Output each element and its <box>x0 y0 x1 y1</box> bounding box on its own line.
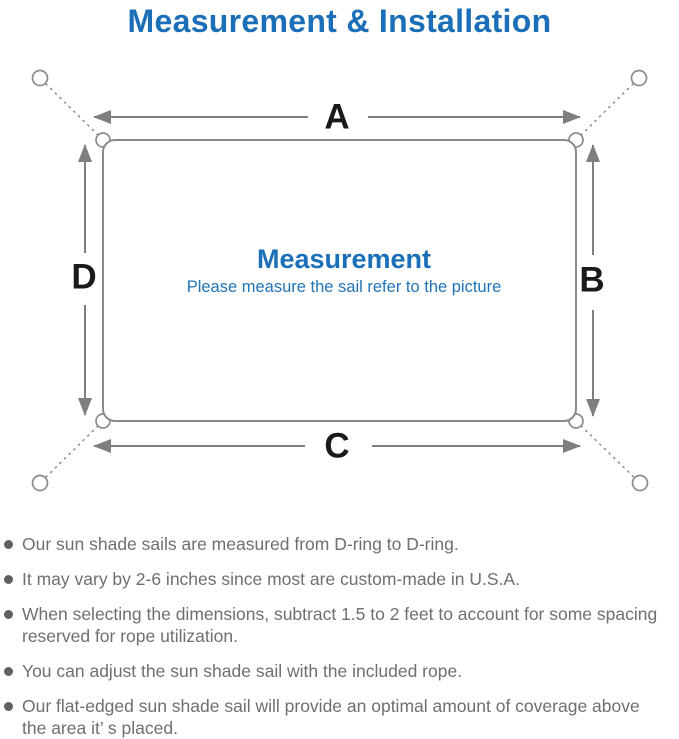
dimension-label-b: B <box>579 261 604 300</box>
bullet-icon <box>4 539 13 549</box>
anchor-ring-icon <box>630 69 648 87</box>
dimension-arrows <box>78 110 600 453</box>
list-item: It may vary by 2-6 inches since most are… <box>4 568 672 590</box>
bullet-icon <box>4 701 13 711</box>
note-text: When selecting the dimensions, subtract … <box>22 604 658 646</box>
dimension-label-c: C <box>324 427 349 466</box>
diagram-center-title: Measurement <box>257 244 431 274</box>
tension-rope-lines <box>39 77 641 484</box>
note-text: You can adjust the sun shade sail with t… <box>22 661 463 681</box>
anchor-rings <box>31 69 649 492</box>
note-text: Our flat-edged sun shade sail will provi… <box>22 696 640 738</box>
rope-line-top-left <box>39 77 104 141</box>
rope-line-bottom-right <box>575 420 641 484</box>
anchor-ring-icon <box>31 474 49 492</box>
sail-measurement-figure: A B C D Measurement Please measure the s… <box>31 69 649 492</box>
bullet-icon <box>4 666 13 676</box>
list-item: When selecting the dimensions, subtract … <box>4 603 672 647</box>
anchor-ring-icon <box>31 69 49 87</box>
dimension-label-d: D <box>71 258 96 297</box>
list-item: You can adjust the sun shade sail with t… <box>4 660 672 682</box>
bullet-icon <box>4 609 13 619</box>
list-item: Our sun shade sails are measured from D-… <box>4 533 672 555</box>
rope-line-top-right <box>575 77 640 141</box>
anchor-ring-icon <box>631 474 649 492</box>
sail-outline <box>102 139 577 422</box>
list-item: Our flat-edged sun shade sail will provi… <box>4 695 672 739</box>
bullet-icon <box>4 574 13 584</box>
rope-line-bottom-left <box>39 420 104 484</box>
measurement-diagram: A B C D Measurement Please measure the s… <box>0 55 679 515</box>
page-title: Measurement & Installation <box>127 3 552 39</box>
note-text: Our sun shade sails are measured from D-… <box>22 534 459 554</box>
notes-list: Our sun shade sails are measured from D-… <box>4 533 672 739</box>
dimension-label-a: A <box>324 98 349 137</box>
diagram-center-subtitle: Please measure the sail refer to the pic… <box>187 278 502 296</box>
note-text: It may vary by 2-6 inches since most are… <box>22 569 520 589</box>
